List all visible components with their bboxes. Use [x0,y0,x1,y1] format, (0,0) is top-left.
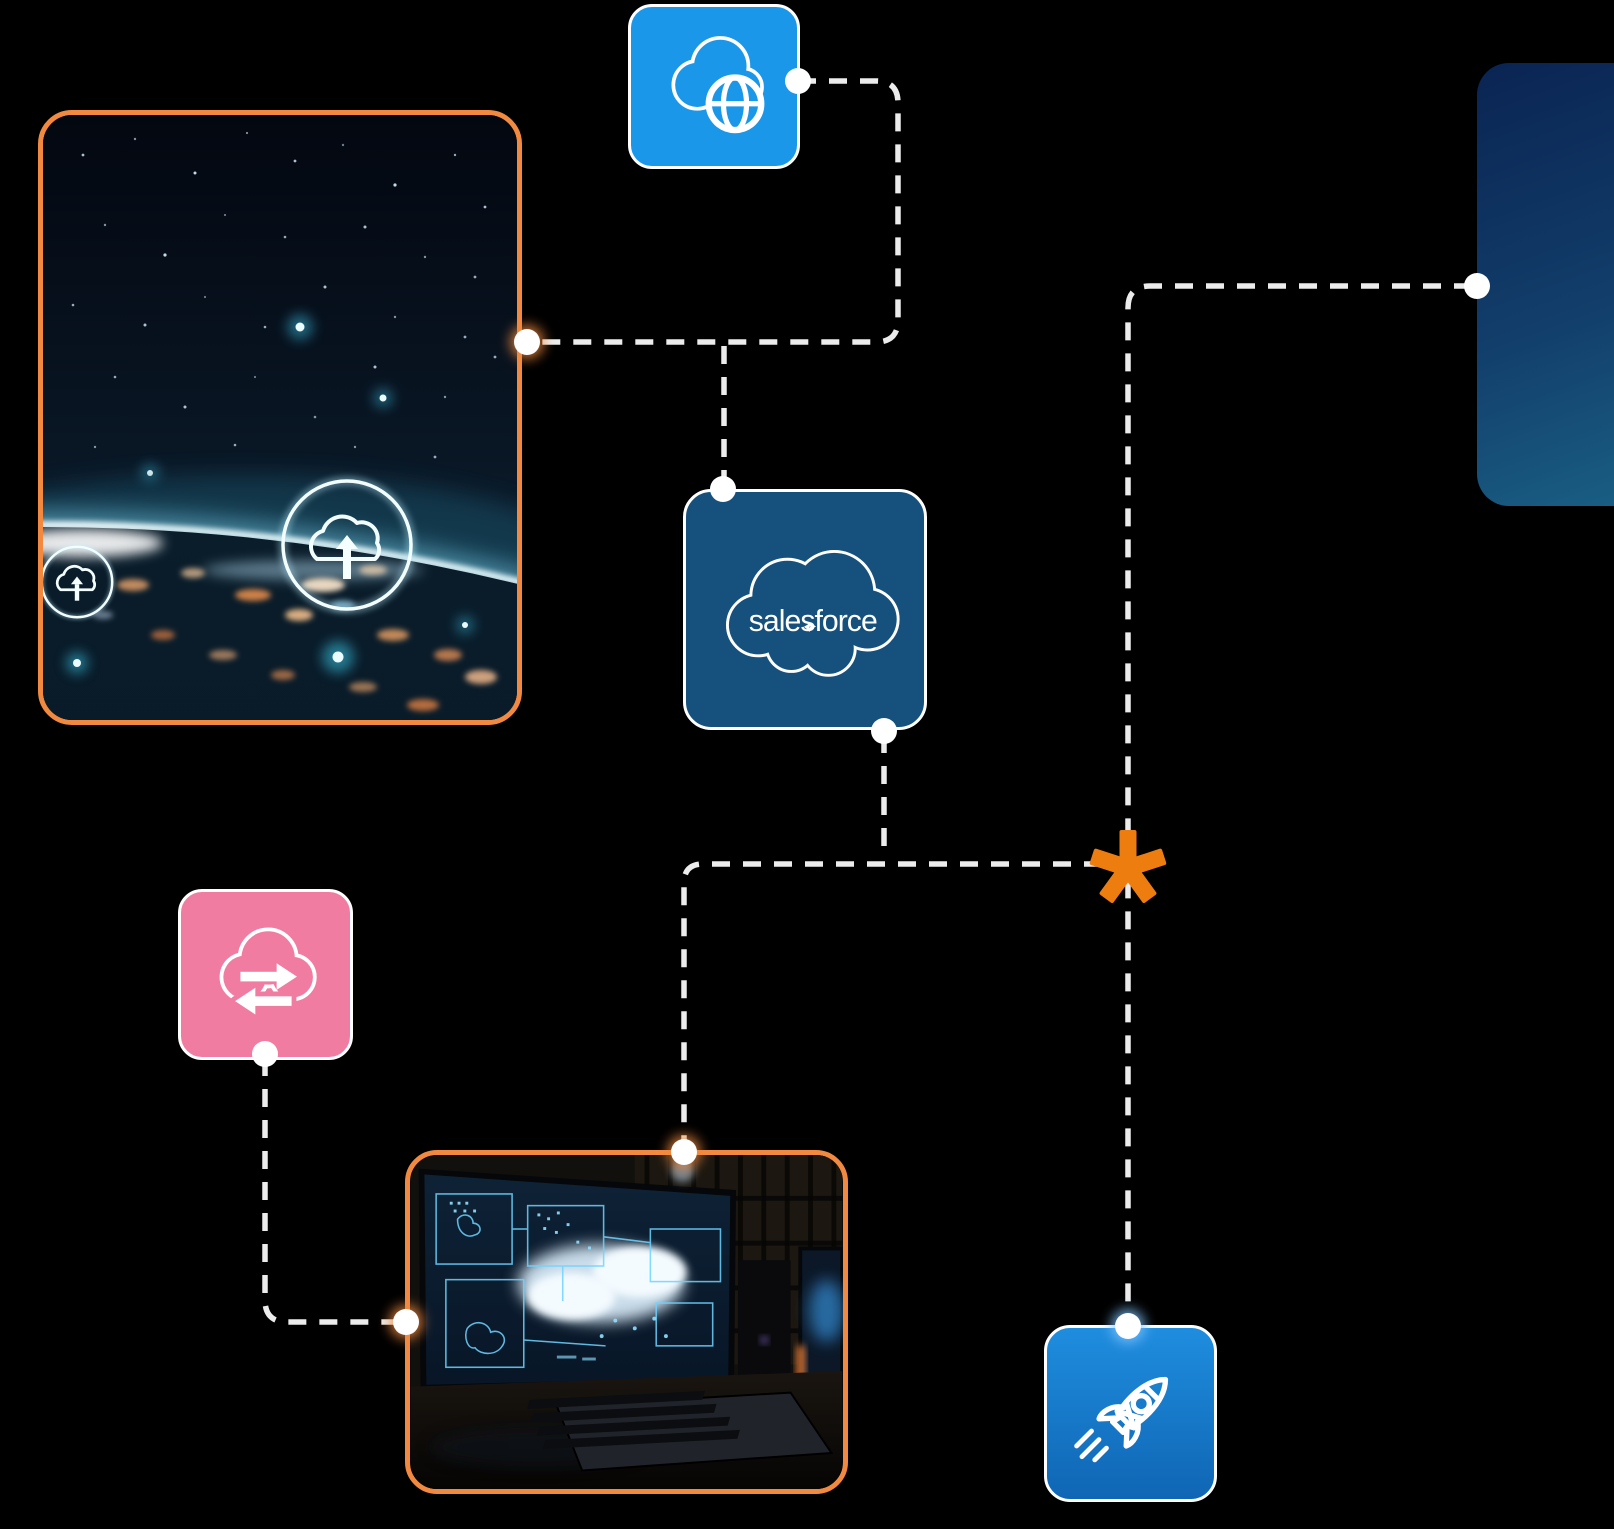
main-monitor [418,1168,737,1425]
screen-data-dots [449,1201,668,1361]
stars [71,131,497,459]
asterisk-icon [1089,830,1167,903]
cloud-upload-icon [309,514,382,561]
connector-panel-to-rocket [1125,283,1472,1320]
monitor-photo-card [405,1150,848,1494]
salesforce-logo: salesforce [725,550,900,677]
arrow-right [239,962,297,990]
cloud-upload-icon [55,565,97,592]
pc-tower [737,1260,791,1378]
city-lights [93,565,497,711]
workstation-illustration [410,1155,843,1489]
gradient-side-panel [1477,63,1614,506]
cloud-transfer-card [178,889,353,1060]
cloud-globe-icon [671,35,765,133]
cloud-transfer-icon [219,927,317,1019]
laptop [527,1390,834,1472]
cloud-upload-circle-large [278,476,416,614]
glow-orbs [141,314,393,482]
rocket-card [1044,1325,1217,1502]
side-screen [797,1246,843,1389]
earth-photo-card [38,110,522,725]
connector-asterisk-to-monitor [681,861,1102,1146]
cloud-upload-circle-small [43,544,115,620]
salesforce-logo-text: salesforce [749,605,877,638]
screen-wireframes [435,1193,722,1369]
rocket-speed-lines [1073,1428,1109,1462]
cloud-globe-card [628,4,800,169]
salesforce-card: salesforce [683,489,927,730]
connector-pink-to-monitor [262,1058,402,1325]
earth-night-illustration [43,115,517,720]
arrow-left [229,982,296,1019]
rocket-icon [1073,1376,1168,1462]
